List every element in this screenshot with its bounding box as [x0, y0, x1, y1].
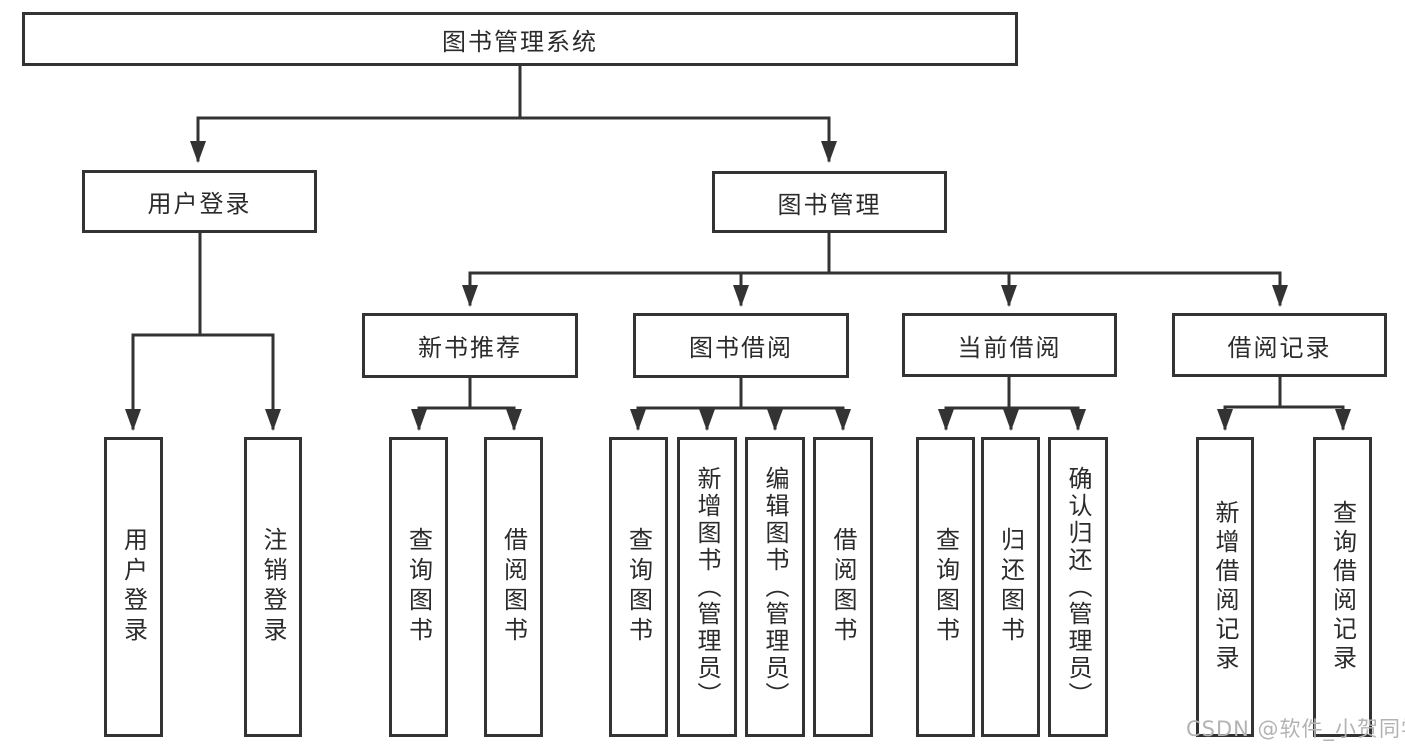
leaf-query-borrow-record: 查询借阅记录	[1313, 437, 1372, 737]
node-user-login-label: 用户登录	[147, 190, 252, 218]
node-root-label: 图书管理系统	[442, 27, 598, 56]
leaf-user-login: 用户登录	[104, 437, 163, 737]
leaf-logout-label: 注销登录	[259, 527, 287, 647]
node-borrow-record: 借阅记录	[1172, 313, 1387, 377]
node-borrow-record-label: 借阅记录	[1227, 333, 1332, 362]
leaf-query-books-1: 查询图书	[389, 437, 448, 737]
leaf-query-books-1-label: 查询图书	[404, 527, 433, 647]
leaf-borrow-books-1-label: 借阅图书	[499, 527, 528, 647]
node-root: 图书管理系统	[22, 12, 1018, 66]
leaf-confirm-return-admin: 确认归还（管理员）	[1048, 437, 1108, 737]
watermark: CSDN @软件_小贺同学	[1186, 717, 1405, 741]
leaf-return-books-label: 归还图书	[996, 527, 1025, 647]
leaf-add-borrow-record: 新增借阅记录	[1196, 437, 1254, 737]
leaf-query-borrow-record-label: 查询借阅记录	[1328, 500, 1357, 674]
leaf-borrow-books-2: 借阅图书	[813, 437, 873, 737]
leaf-query-books-3: 查询图书	[916, 437, 975, 737]
node-user-login: 用户登录	[82, 170, 317, 233]
leaf-query-books-3-label: 查询图书	[931, 527, 960, 647]
node-current-borrow: 当前借阅	[902, 313, 1117, 377]
leaf-borrow-books-1: 借阅图书	[484, 437, 543, 737]
leaf-logout: 注销登录	[244, 437, 302, 737]
node-new-book-recommend: 新书推荐	[362, 313, 578, 378]
leaf-borrow-books-2-label: 借阅图书	[829, 527, 857, 647]
leaf-edit-book-admin: 编辑图书（管理员）	[745, 437, 805, 737]
leaf-add-borrow-record-label: 新增借阅记录	[1211, 500, 1239, 674]
leaf-query-books-2-label: 查询图书	[624, 527, 653, 647]
node-current-borrow-label: 当前借阅	[957, 333, 1062, 362]
leaf-return-books: 归还图书	[981, 437, 1040, 737]
leaf-add-book-admin: 新增图书（管理员）	[677, 437, 737, 737]
leaf-query-books-2: 查询图书	[609, 437, 668, 737]
node-book-borrow-label: 图书借阅	[689, 334, 793, 362]
leaf-edit-book-admin-label: 编辑图书（管理员）	[761, 465, 789, 709]
leaf-user-login-label: 用户登录	[119, 527, 148, 647]
node-book-management: 图书管理	[712, 171, 947, 233]
leaf-confirm-return-admin-label: 确认归还（管理员）	[1064, 465, 1092, 709]
leaf-add-book-admin-label: 新增图书（管理员）	[693, 465, 721, 709]
node-new-book-recommend-label: 新书推荐	[418, 334, 522, 362]
node-book-borrow: 图书借阅	[633, 313, 849, 378]
node-book-management-label: 图书管理	[777, 190, 882, 219]
